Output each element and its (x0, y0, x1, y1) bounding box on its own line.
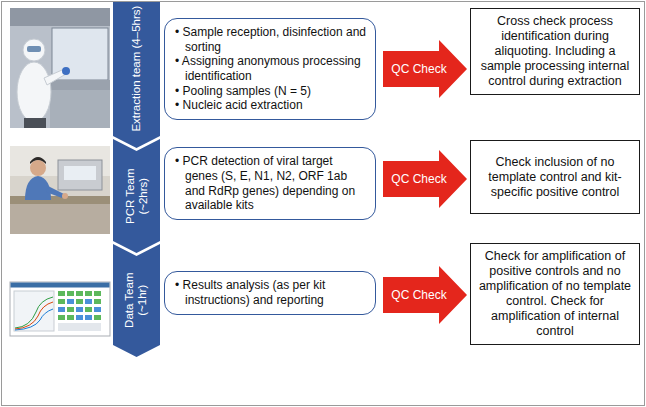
team-band: Extraction team (4–5hrs) (113, 2, 160, 148)
qc-check-box: Check inclusion of no template control a… (470, 140, 640, 214)
team-band: Data Team (~1hr) (113, 244, 160, 357)
team-label: Data Team (~1hr) (123, 258, 149, 343)
check-text: Check inclusion of no template control a… (477, 155, 633, 200)
team-label: PCR Team (~2hrs) (123, 153, 149, 239)
task-box: • Results analysis (as per kit instructi… (164, 271, 376, 315)
qc-label: QC Check (383, 62, 455, 76)
qc-check-box: Cross check process identification durin… (470, 8, 640, 95)
qc-check-box: Check for amplification of positive cont… (470, 243, 640, 345)
task-box: • PCR detection of viral target genes (S… (164, 147, 376, 220)
qc-arrow: QC Check (383, 266, 467, 324)
check-content: Cross check process identification durin… (477, 14, 633, 89)
team-label: Extraction team (4–5hrs) (130, 4, 143, 134)
team-band: PCR Team (~2hrs) (113, 139, 160, 253)
extraction-photo (10, 8, 110, 128)
check-content: Check for amplification of positive cont… (477, 249, 633, 339)
task-text: • Sample reception, disinfection and sor… (175, 25, 367, 54)
check-content: Check inclusion of no template control a… (477, 155, 633, 200)
task-text: • Nucleic acid extraction (175, 98, 367, 113)
arrow-fill (383, 150, 467, 208)
task-text: • PCR detection of viral target genes (S… (175, 154, 367, 213)
chevron-fill (113, 139, 160, 253)
task-list: • Sample reception, disinfection and sor… (175, 25, 367, 113)
qc-label: QC Check (383, 172, 455, 186)
data-screenshot (10, 282, 110, 336)
task-box: • Sample reception, disinfection and sor… (164, 18, 376, 120)
chevron-fill (113, 2, 160, 148)
qc-arrow: QC Check (383, 40, 467, 98)
task-text: • Results analysis (as per kit instructi… (175, 278, 367, 307)
arrow-fill (383, 266, 467, 324)
chevron-fill (113, 244, 160, 357)
task-text: • Assigning anonymous processing identif… (175, 54, 367, 83)
qc-label: QC Check (383, 288, 455, 302)
pcr-photo (10, 146, 110, 234)
check-text: Check for amplification of positive cont… (477, 249, 633, 339)
task-list: • Results analysis (as per kit instructi… (175, 278, 367, 307)
task-text: • Pooling samples (N = 5) (175, 84, 367, 99)
arrow-fill (383, 40, 467, 98)
qc-arrow: QC Check (383, 150, 467, 208)
task-list: • PCR detection of viral target genes (S… (175, 154, 367, 213)
check-text: Cross check process identification durin… (477, 14, 633, 89)
